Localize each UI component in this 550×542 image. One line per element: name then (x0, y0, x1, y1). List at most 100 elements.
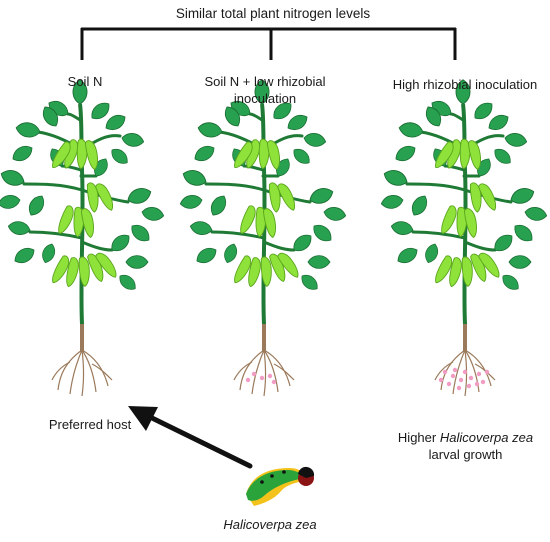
nodule (259, 375, 265, 381)
branch (80, 240, 114, 252)
caterpillar (246, 466, 315, 506)
root (263, 349, 291, 387)
leaf (425, 106, 442, 127)
root (69, 349, 83, 395)
root (263, 349, 279, 393)
diagram-title: Similar total plant nitrogen levels (175, 6, 371, 21)
nodule (438, 377, 444, 383)
nodule (271, 379, 277, 385)
branch (210, 230, 266, 240)
pod (461, 256, 473, 287)
caterpillar-spot (260, 480, 264, 484)
leaf (105, 114, 126, 131)
leaf (179, 195, 203, 209)
nodule (480, 379, 486, 385)
branch (28, 230, 84, 240)
root (452, 349, 466, 395)
leaf (293, 234, 312, 252)
pod (52, 141, 71, 169)
leaf (7, 221, 31, 235)
larval-growth-text: larval growth (428, 447, 503, 462)
main-stem (78, 103, 85, 325)
leaf (395, 145, 416, 162)
leaf (28, 195, 45, 216)
branch (443, 164, 466, 172)
higher-growth-label: Higher Halicoverpa zea larval growth (378, 429, 550, 463)
branch (22, 182, 84, 192)
nodule (476, 371, 482, 377)
leaf (15, 122, 41, 138)
leaf (119, 275, 136, 290)
leaf (197, 122, 223, 138)
nodule (456, 385, 462, 391)
leaf (273, 102, 292, 120)
branch (242, 164, 265, 172)
leaf (301, 275, 318, 290)
leaf (303, 133, 327, 147)
nitrogen-bracket (80, 27, 457, 60)
root-system (434, 322, 496, 397)
nodule (442, 369, 448, 375)
leaf (111, 234, 130, 252)
leaf (494, 234, 513, 252)
leaf (390, 221, 414, 235)
pod (248, 257, 261, 288)
leaf (502, 275, 519, 290)
plant-high-inoculation (380, 79, 548, 397)
root (434, 361, 454, 381)
nodule (466, 383, 472, 389)
nodule (450, 373, 456, 379)
branch (405, 182, 467, 192)
leaf (125, 255, 149, 269)
branch (204, 182, 266, 192)
leaf (398, 122, 424, 138)
leaf (307, 255, 331, 269)
preference-arrow (128, 406, 253, 469)
leaf (224, 243, 238, 264)
root (263, 349, 267, 397)
root (81, 349, 97, 393)
plant-low-inoculation (179, 79, 347, 397)
leaf (397, 247, 418, 264)
root (57, 349, 83, 391)
pod (66, 257, 79, 288)
root-system (233, 322, 295, 397)
leaf (14, 247, 35, 264)
nodule (458, 377, 464, 383)
higher-prefix: Higher (397, 430, 437, 445)
leaf (72, 79, 88, 105)
nodule (462, 369, 468, 375)
pod (435, 255, 453, 284)
pod (80, 208, 95, 238)
leaf (111, 149, 128, 164)
plant-label-low-inoculation: Soil N + low rhizobial inoculation (180, 73, 350, 107)
nodule (245, 377, 251, 383)
nodule (446, 381, 452, 387)
root (233, 361, 253, 381)
pod (234, 255, 252, 284)
pod (95, 252, 117, 278)
root (464, 349, 480, 393)
nodule (484, 369, 490, 375)
leaf (42, 243, 56, 264)
plant-label-soil-n: Soil N (67, 74, 103, 89)
pod (260, 256, 272, 287)
leaf (141, 207, 165, 221)
pod (277, 183, 296, 211)
branch (248, 112, 264, 122)
leaf (488, 114, 509, 131)
pod (266, 140, 281, 170)
leaf (514, 224, 533, 242)
root (251, 349, 265, 395)
nodule (267, 373, 273, 379)
preferred-host-label: Preferred host (48, 417, 132, 432)
root (81, 349, 109, 387)
leaf (309, 188, 334, 204)
nodule (452, 367, 458, 373)
pod (78, 256, 90, 287)
leaf (313, 224, 332, 242)
root (464, 349, 492, 387)
branch (449, 112, 465, 122)
leaf (524, 207, 548, 221)
